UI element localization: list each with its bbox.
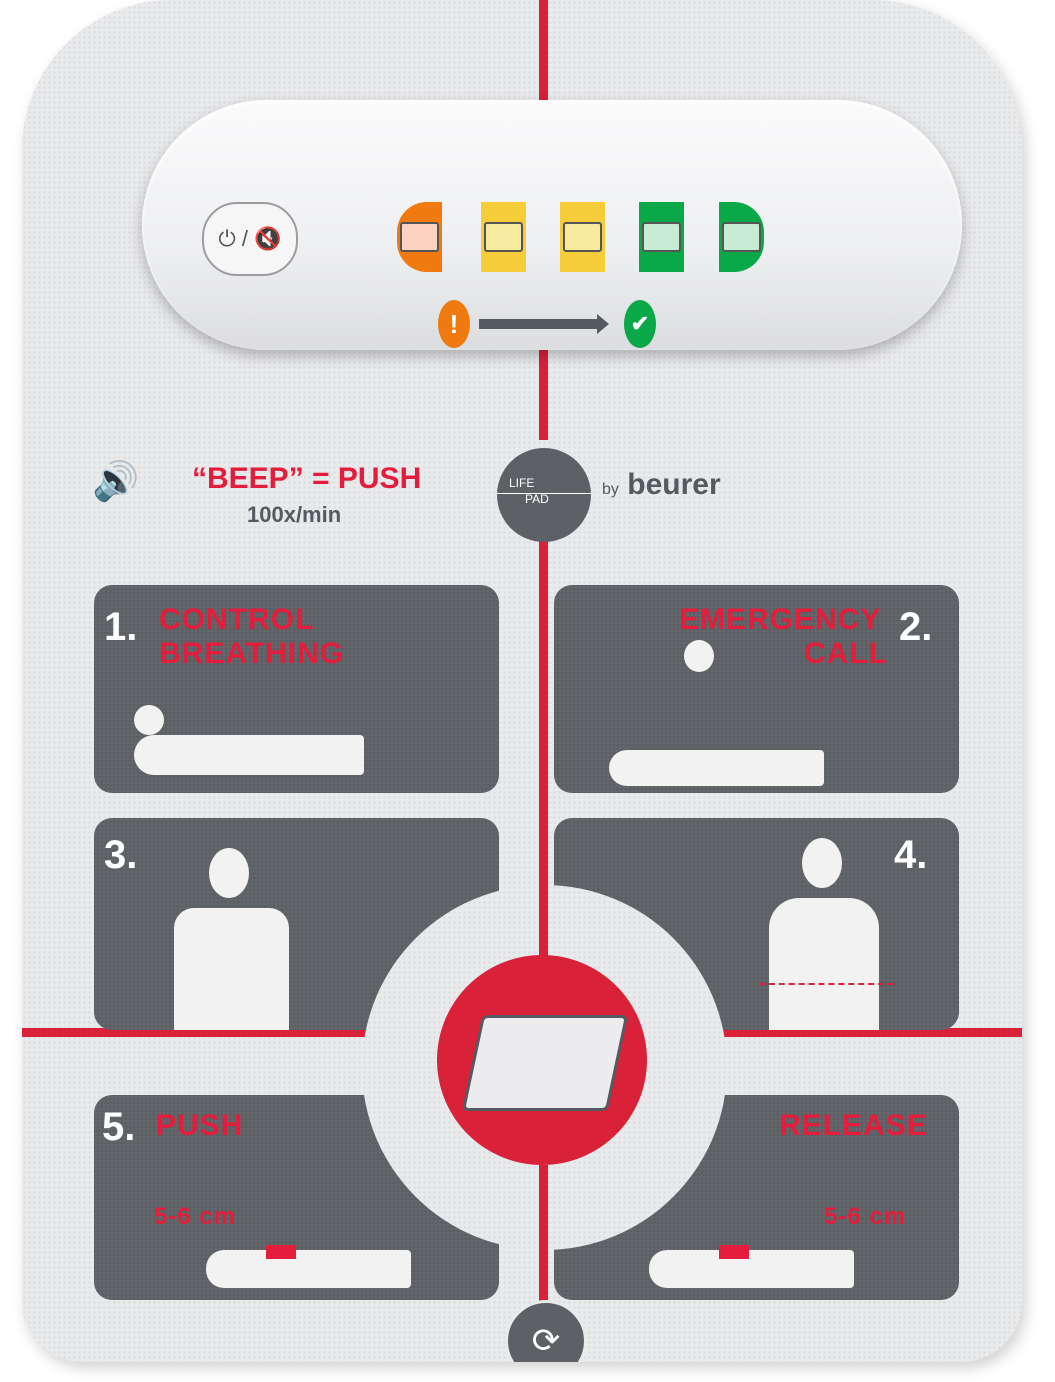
hands-on-chest-icon [461, 1015, 629, 1111]
step-2-panel: EMERGENCY CALL 2. [554, 585, 959, 793]
torso-figure [769, 898, 879, 1030]
step-3-number: 3. [104, 833, 138, 877]
lying-person-figure [134, 735, 364, 775]
rescuer-head-figure [134, 705, 164, 735]
beep-push-label: “BEEP” = PUSH [192, 462, 422, 495]
warning-icon: ! [438, 300, 470, 348]
step-4-number: 4. [894, 833, 928, 877]
power-mute-button[interactable]: ⏻ / 🔇 [202, 202, 298, 276]
indicator-segment-2 [481, 202, 526, 272]
release-depth: 5-6 cm [824, 1203, 907, 1230]
push-title: PUSH [156, 1109, 244, 1142]
release-title: RELEASE [779, 1109, 928, 1142]
repeat-cycle-icon: ⟳ [505, 1300, 587, 1362]
power-mute-icon: ⏻ / 🔇 [218, 226, 282, 251]
step-1-title: CONTROL [159, 603, 315, 636]
guide-line-right [652, 1028, 1022, 1037]
step-1-panel: 1. CONTROL BREATHING [94, 585, 499, 793]
indicator-segment-3 [560, 202, 605, 272]
step-5-release-panel: RELEASE 5-6 cm [554, 1095, 959, 1300]
step-1-subtitle: BREATHING [159, 637, 345, 670]
chest-release-mark [719, 1245, 749, 1259]
step-2-number: 2. [899, 605, 933, 649]
lying-person-figure [609, 750, 824, 786]
speaker-icon: 🔊 [92, 461, 140, 503]
check-icon: ✔ [624, 300, 656, 348]
torso-figure [174, 908, 289, 1030]
indicator-segment-1 [397, 202, 442, 272]
step-1-number: 1. [104, 605, 138, 649]
lying-person-figure [206, 1250, 411, 1288]
guide-line-center-bottom [539, 1165, 548, 1305]
hand-placement-target[interactable] [437, 955, 647, 1165]
compression-line [759, 983, 894, 985]
feedback-device: ⏻ / 🔇 ! ✔ [142, 100, 962, 350]
guide-line-upper [539, 350, 548, 440]
cpr-pad: ⏻ / 🔇 ! ✔ 🔊 “BEEP” = PUSH 100x/min LIFE … [22, 0, 1022, 1362]
step-2-subtitle: CALL [804, 637, 888, 670]
step-5-number: 5. [102, 1105, 136, 1149]
head-figure [802, 838, 842, 888]
lying-person-figure [649, 1250, 854, 1288]
caller-head-figure [684, 640, 714, 672]
indicator-segment-5 [719, 202, 764, 272]
rate-label: 100x/min [247, 502, 342, 527]
indicator-segment-4 [639, 202, 684, 272]
guide-line-left [22, 1028, 422, 1037]
guide-line-middle [539, 540, 548, 970]
step-2-title: EMERGENCY [679, 603, 882, 636]
lifepad-logo: LIFE PAD [497, 448, 591, 542]
progress-arrow-icon [479, 314, 609, 334]
step-3-panel: 3. [94, 818, 499, 1030]
beurer-brand: by beurer [602, 468, 721, 501]
guide-line-top [539, 0, 548, 100]
guide-line-center-top [539, 885, 548, 965]
chest-compression-mark [266, 1245, 296, 1259]
head-figure [209, 848, 249, 898]
push-depth: 5-6 cm [154, 1203, 237, 1230]
